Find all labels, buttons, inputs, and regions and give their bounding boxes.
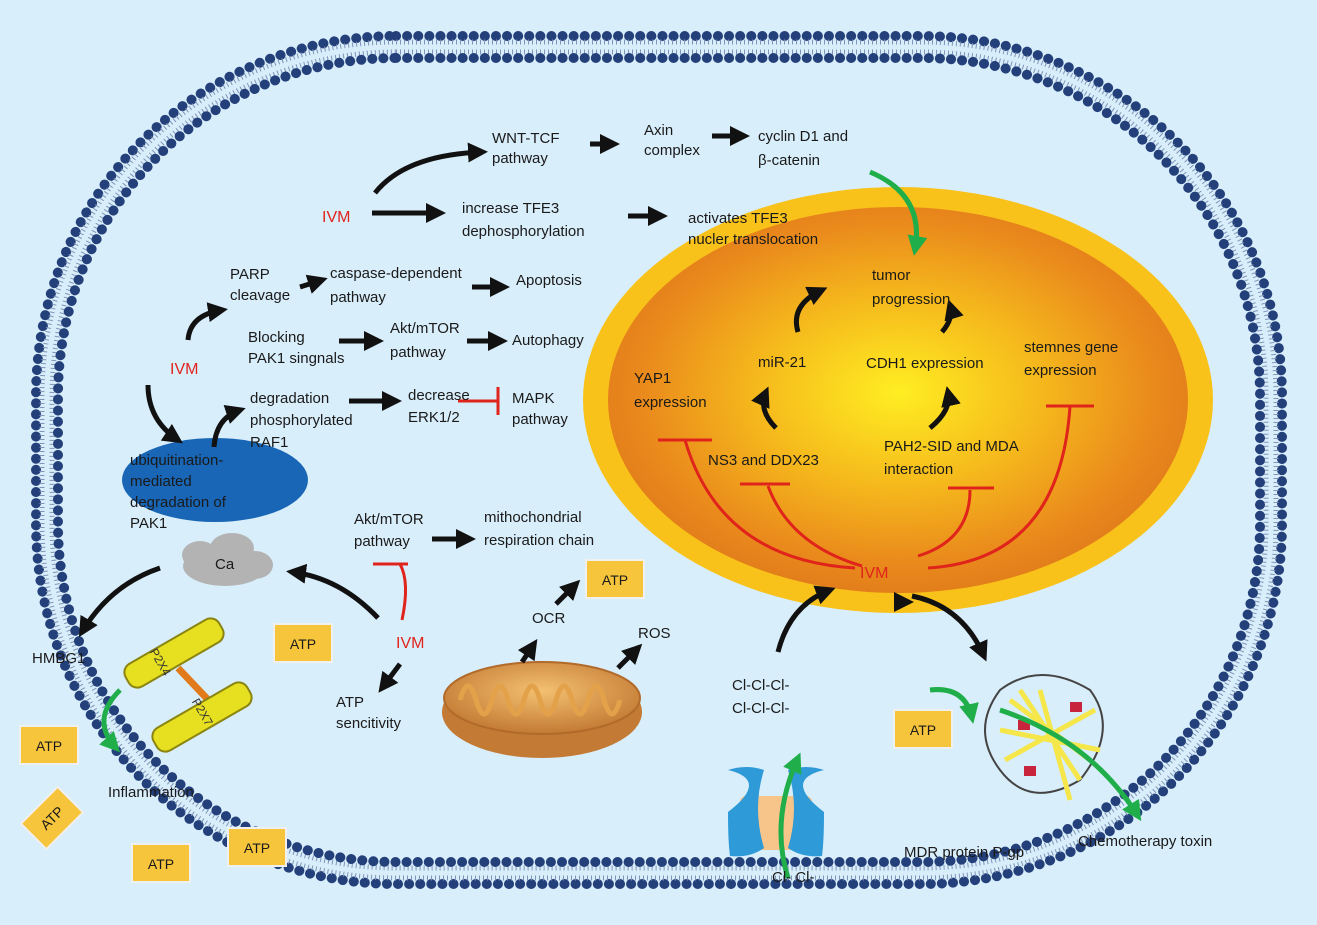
cdh1-label: CDH1 expression (866, 355, 984, 372)
mitochondrion (442, 661, 642, 758)
activation-arrows (78, 126, 988, 693)
p2x-receptors (123, 617, 253, 753)
atp-label: ATP (148, 856, 174, 872)
ocr-label: OCR (532, 610, 566, 627)
ca-label: Ca (215, 556, 235, 573)
ros-label: ROS (638, 625, 671, 642)
atp-label: ATP (602, 572, 628, 588)
inhibition-lines (373, 387, 1094, 621)
atp-box-5: ATP (131, 843, 191, 883)
chemo-label: Chemotherapy toxin (1078, 833, 1212, 850)
atp-label: ATP (36, 738, 62, 754)
ivm-top-label: IVM (322, 209, 350, 226)
calcium-cloud (182, 533, 273, 586)
mir21-label: miR-21 (758, 354, 806, 371)
chloride-top-label: Cl-Cl-Cl-Cl-Cl-Cl- (732, 677, 789, 717)
atp-box-4: ATP (19, 785, 85, 851)
ivm-lower-label: IVM (396, 635, 424, 652)
atp-box-6: ATP (227, 827, 287, 867)
pak1-degradation-blob (122, 438, 308, 522)
atp-label: ATP (290, 636, 316, 652)
atp-box-2: ATP (585, 559, 645, 599)
atp-box-1: ATP (273, 623, 333, 663)
ivm-nucleus-label: IVM (860, 565, 888, 582)
autophagy-label: Autophagy (512, 332, 584, 349)
nucleus (583, 187, 1213, 613)
cell-membrane (31, 31, 1287, 889)
ivm-left-label: IVM (170, 361, 198, 378)
chloride-channel (728, 767, 824, 857)
apoptosis-label: Apoptosis (516, 272, 582, 289)
atp-box-7: ATP (893, 709, 953, 749)
atp-label: ATP (244, 840, 270, 856)
mdr-label: MDR protein P-gp (904, 844, 1024, 861)
p-gp-complex (984, 674, 1104, 801)
inflammation-label: Inflammation (108, 784, 194, 801)
ns3-label: NS3 and DDX23 (708, 452, 819, 469)
atp-box-3: ATP (19, 725, 79, 765)
hmbg1-label: HMBG1 (32, 650, 85, 667)
green-arrows (99, 169, 1142, 879)
atp-label: ATP (910, 722, 936, 738)
chloride-bottom-label: Cl- Cl- (772, 869, 815, 886)
